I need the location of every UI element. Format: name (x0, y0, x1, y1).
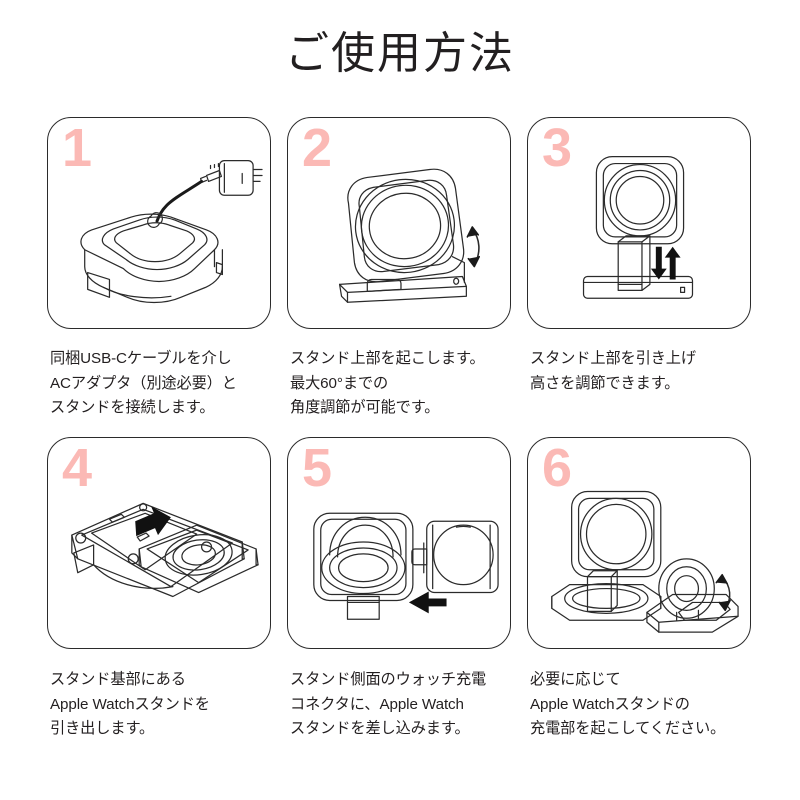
page-title: ご使用方法 (285, 29, 515, 78)
step-3-caption: スタンド上部を引き上げ 高さを調節できます。 (530, 350, 696, 392)
step-item: 5 (287, 436, 513, 742)
step-2-number: 2 (302, 118, 333, 178)
assembled-stand-watch-puck-tilt-up-illustration (528, 438, 750, 648)
step-6-figure: 6 (527, 436, 751, 649)
base-underside-watch-tray-sliding-out-illustration (48, 438, 270, 648)
steps-grid: 1 (47, 117, 753, 742)
step-item: 3 (527, 117, 753, 421)
step-2-figure: 2 (287, 117, 511, 329)
step-4-caption: スタンド基部にある Apple Watchスタンドを 引き出します。 (50, 670, 210, 738)
step-item: 2 (287, 117, 513, 421)
step-item: 6 (527, 436, 753, 742)
step-5-figure: 5 (287, 436, 511, 649)
step-item: 4 (47, 436, 273, 742)
stand-folded-with-ac-adapter-illustration (48, 118, 270, 328)
stand-top-tilting-rotation-arrow-illustration (288, 118, 510, 328)
step-4-number: 4 (62, 437, 93, 498)
step-item: 1 (47, 117, 273, 421)
step-2-caption: スタンド上部を起こします。 最大60°までの 角度調節が可能です。 (290, 350, 485, 417)
step-5-caption: スタンド側面のウォッチ充電 コネクタに、Apple Watch スタンドを差し込… (290, 670, 487, 738)
step-6-number: 6 (542, 437, 573, 498)
step-1-figure: 1 (47, 117, 271, 329)
step-3-figure: 3 (527, 117, 751, 329)
step-5-number: 5 (302, 437, 333, 498)
step-1-number: 1 (62, 118, 93, 178)
stand-height-adjust-updown-arrows-illustration (528, 118, 750, 328)
watch-module-insert-into-side-connector-illustration (288, 438, 510, 648)
step-4-figure: 4 (47, 436, 271, 649)
step-3-number: 3 (542, 118, 573, 178)
step-6-caption: 必要に応じて Apple Watchスタンドの 充電部を起こしてください。 (530, 670, 726, 738)
step-1-caption: 同梱USB-Cケーブルを介し ACアダプタ（別途必要）と スタンドを接続します。 (50, 350, 237, 417)
